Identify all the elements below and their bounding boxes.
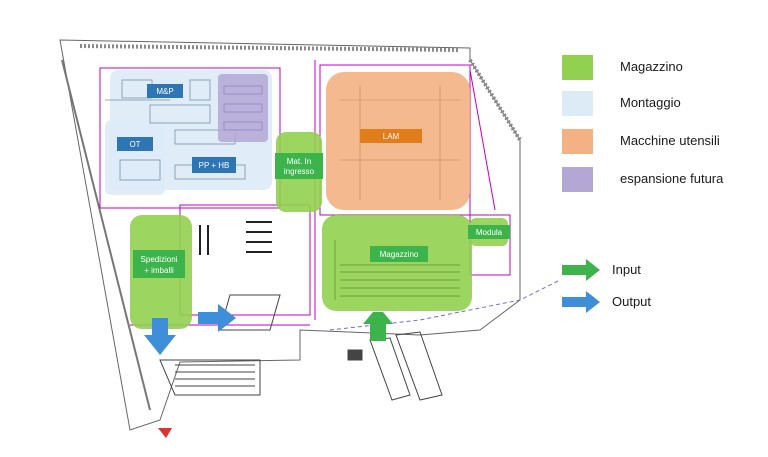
- legend-swatch-espansione: [562, 167, 593, 192]
- legend-swatch-magazzino: [562, 55, 593, 80]
- legend-label-output: Output: [612, 294, 652, 309]
- input-arrow-up: [363, 312, 393, 341]
- mat-in-label-line1: Mat. In: [287, 157, 311, 166]
- legend-label-montaggio: Montaggio: [620, 95, 681, 110]
- espansione-futura-zone: [218, 74, 268, 142]
- legend-label-input: Input: [612, 262, 641, 277]
- lam-label: LAM: [383, 132, 400, 141]
- central-racks: [199, 221, 272, 255]
- legend-input-arrow: [562, 259, 600, 281]
- lam-label-box: [360, 129, 422, 143]
- magazzino-label: Magazzino: [380, 250, 419, 259]
- legend-swatch-montaggio: [562, 91, 593, 116]
- legend-label-magazzino: Magazzino: [620, 59, 683, 74]
- legend-output-arrow: [562, 291, 600, 313]
- spedizioni-label-line1: Spedizioni: [141, 255, 178, 264]
- magazzino-zone: [322, 215, 472, 311]
- ot-label: OT: [129, 140, 140, 149]
- pphb-label: PP + HB: [199, 161, 230, 170]
- mp-label-box: [147, 84, 183, 98]
- espansione-equipment: [223, 85, 263, 131]
- legend-label-macchine: Macchine utensili: [620, 133, 720, 148]
- mat-in-label-line2: ingresso: [284, 167, 315, 176]
- ot-label-box: [117, 137, 153, 151]
- magazzino-racks: [334, 240, 460, 300]
- spedizioni-label-line2: + imballi: [144, 266, 174, 275]
- output-arrow-down: [144, 318, 176, 355]
- pphb-label-box: [192, 157, 236, 173]
- modula-label-box: [468, 225, 510, 239]
- magazzino-label-box: [370, 246, 428, 262]
- building-outline: [59, 39, 522, 431]
- entrance-marker: [158, 428, 172, 438]
- mat-in-label-box: [275, 153, 323, 179]
- spedizioni-label-box: [133, 250, 185, 278]
- modula-label: Modula: [476, 228, 503, 237]
- legend-label-espansione: espansione futura: [620, 171, 724, 186]
- output-arrow-right: [198, 304, 236, 332]
- legend-swatch-macchine: [562, 129, 593, 154]
- mp-label: M&P: [156, 87, 173, 96]
